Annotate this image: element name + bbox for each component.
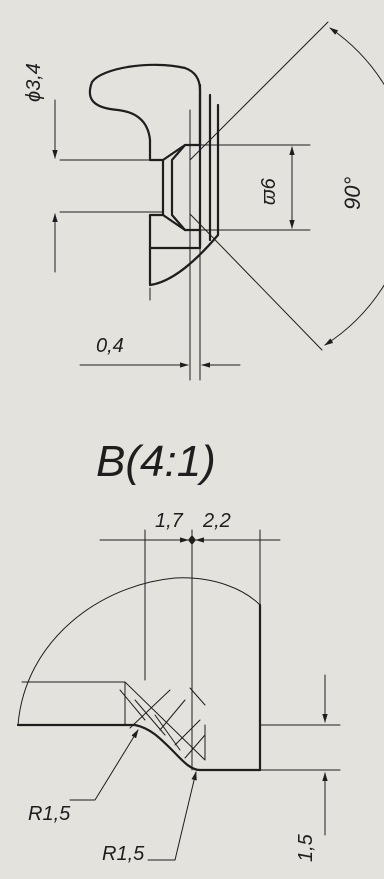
right-wall-lines — [198, 83, 220, 247]
radius-b-label: R1,5 — [102, 843, 145, 865]
radius-a-leader — [69, 729, 139, 801]
dim-width-left-label: 1,7 — [155, 510, 184, 532]
detail-dome-arc — [17, 577, 261, 726]
detail-bottom-profile — [16, 723, 262, 772]
upper-section-view: ϕ3,4 ϖ6 90° 0,4 — [23, 21, 384, 381]
dim-phi34-label: ϕ3,4 — [23, 63, 45, 102]
radius-a-label: R1,5 — [28, 803, 71, 825]
detail-view: 1,7 2,2 R1,5 R1,5 1,5 — [16, 510, 341, 865]
detail-inner-lines — [21, 681, 206, 761]
bore-outline — [161, 143, 187, 232]
lower-outer-arc — [148, 233, 220, 287]
extension-lines — [59, 109, 311, 381]
hatched-body-top — [88, 63, 202, 162]
angle-arc — [324, 27, 384, 346]
angle-lines — [189, 21, 329, 351]
dim-phi6-label: ϖ6 — [258, 177, 280, 205]
dim-gap-label: 0,4 — [96, 335, 124, 357]
detail-title: B(4:1) — [96, 437, 216, 486]
dim-width-right-label: 2,2 — [202, 510, 231, 532]
dim-height-label: 1,5 — [295, 833, 317, 862]
detail-extension-lines — [144, 529, 261, 771]
angle-label: 90° — [340, 177, 365, 210]
detail-height-ext — [259, 724, 341, 771]
radius-b-leader — [147, 771, 197, 861]
